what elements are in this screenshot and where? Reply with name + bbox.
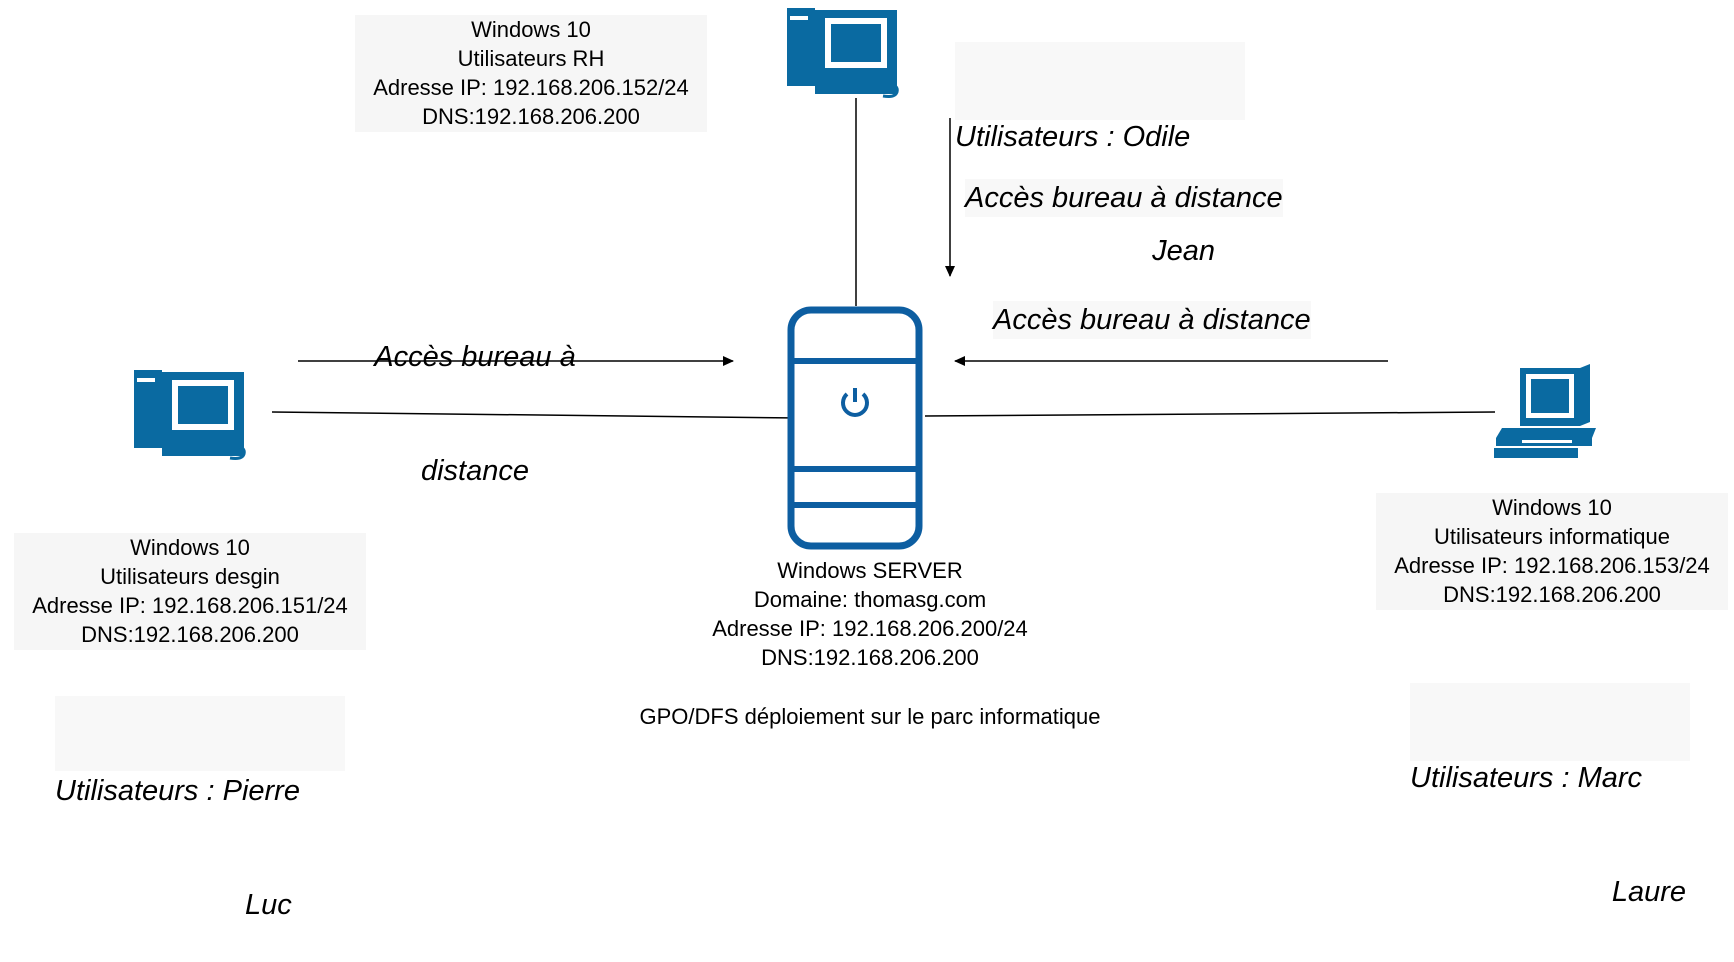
server-tower-icon bbox=[787, 306, 923, 550]
link-design-server bbox=[271, 411, 801, 419]
pc-rh-users: Utilisateurs : Odile Jean bbox=[955, 42, 1245, 267]
pc-design-users-line2: Luc bbox=[245, 889, 292, 921]
pc-design-ip: Adresse IP: 192.168.206.151/24 bbox=[32, 593, 348, 618]
server-info: Windows SERVER Domaine: thomasg.com Adre… bbox=[680, 556, 1060, 672]
pc-info-group: Utilisateurs informatique bbox=[1434, 524, 1670, 549]
pc-rh-access-label: Accès bureau à distance bbox=[965, 179, 1283, 217]
desktop-computer-icon bbox=[1494, 364, 1596, 458]
server-dns: DNS:192.168.206.200 bbox=[761, 645, 979, 670]
pc-info-dns: DNS:192.168.206.200 bbox=[1443, 582, 1661, 607]
pc-rh-os: Windows 10 bbox=[471, 17, 591, 42]
pc-design-access-line2: distance bbox=[420, 455, 529, 487]
link-info-server bbox=[924, 411, 1496, 417]
server-name: Windows SERVER bbox=[777, 558, 963, 583]
server-note: GPO/DFS déploiement sur le parc informat… bbox=[639, 704, 1101, 729]
pc-info-access-label: Accès bureau à distance bbox=[993, 301, 1311, 339]
desktop-computer-icon bbox=[134, 370, 246, 460]
pc-design-dns: DNS:192.168.206.200 bbox=[81, 622, 299, 647]
pc-info-info: Windows 10 Utilisateurs informatique Adr… bbox=[1376, 493, 1728, 610]
server-ip: Adresse IP: 192.168.206.200/24 bbox=[712, 616, 1028, 641]
pc-rh-dns: DNS:192.168.206.200 bbox=[422, 104, 640, 129]
power-icon bbox=[841, 388, 869, 417]
pc-rh-users-line2: Jean bbox=[1152, 235, 1215, 267]
pc-design-users-line1: Utilisateurs : Pierre bbox=[55, 775, 300, 807]
pc-design-users: Utilisateurs : Pierre Luc bbox=[55, 696, 345, 921]
pc-design-os: Windows 10 bbox=[130, 535, 250, 560]
pc-design-group: Utilisateurs desgin bbox=[100, 564, 280, 589]
pc-rh-ip: Adresse IP: 192.168.206.152/24 bbox=[373, 75, 689, 100]
pc-info-os: Windows 10 bbox=[1492, 495, 1612, 520]
pc-info-users: Utilisateurs : Marc Laure bbox=[1410, 683, 1690, 908]
pc-design-access-line1: Accès bureau à bbox=[374, 341, 576, 373]
pc-design-access-label: Accès bureau à distance bbox=[360, 262, 590, 528]
server-domain: Domaine: thomasg.com bbox=[753, 587, 987, 612]
pc-info-ip: Adresse IP: 192.168.206.153/24 bbox=[1394, 553, 1710, 578]
pc-rh-users-line1: Utilisateurs : Odile bbox=[955, 121, 1191, 153]
pc-rh-group: Utilisateurs RH bbox=[457, 46, 605, 71]
pc-info-users-line1: Utilisateurs : Marc bbox=[1410, 762, 1643, 794]
pc-info-users-line2: Laure bbox=[1611, 876, 1686, 908]
pc-design-info: Windows 10 Utilisateurs desgin Adresse I… bbox=[14, 533, 366, 650]
desktop-computer-icon bbox=[787, 8, 899, 98]
pc-rh-info: Windows 10 Utilisateurs RH Adresse IP: 1… bbox=[355, 15, 707, 132]
connection-lines bbox=[271, 98, 1496, 419]
